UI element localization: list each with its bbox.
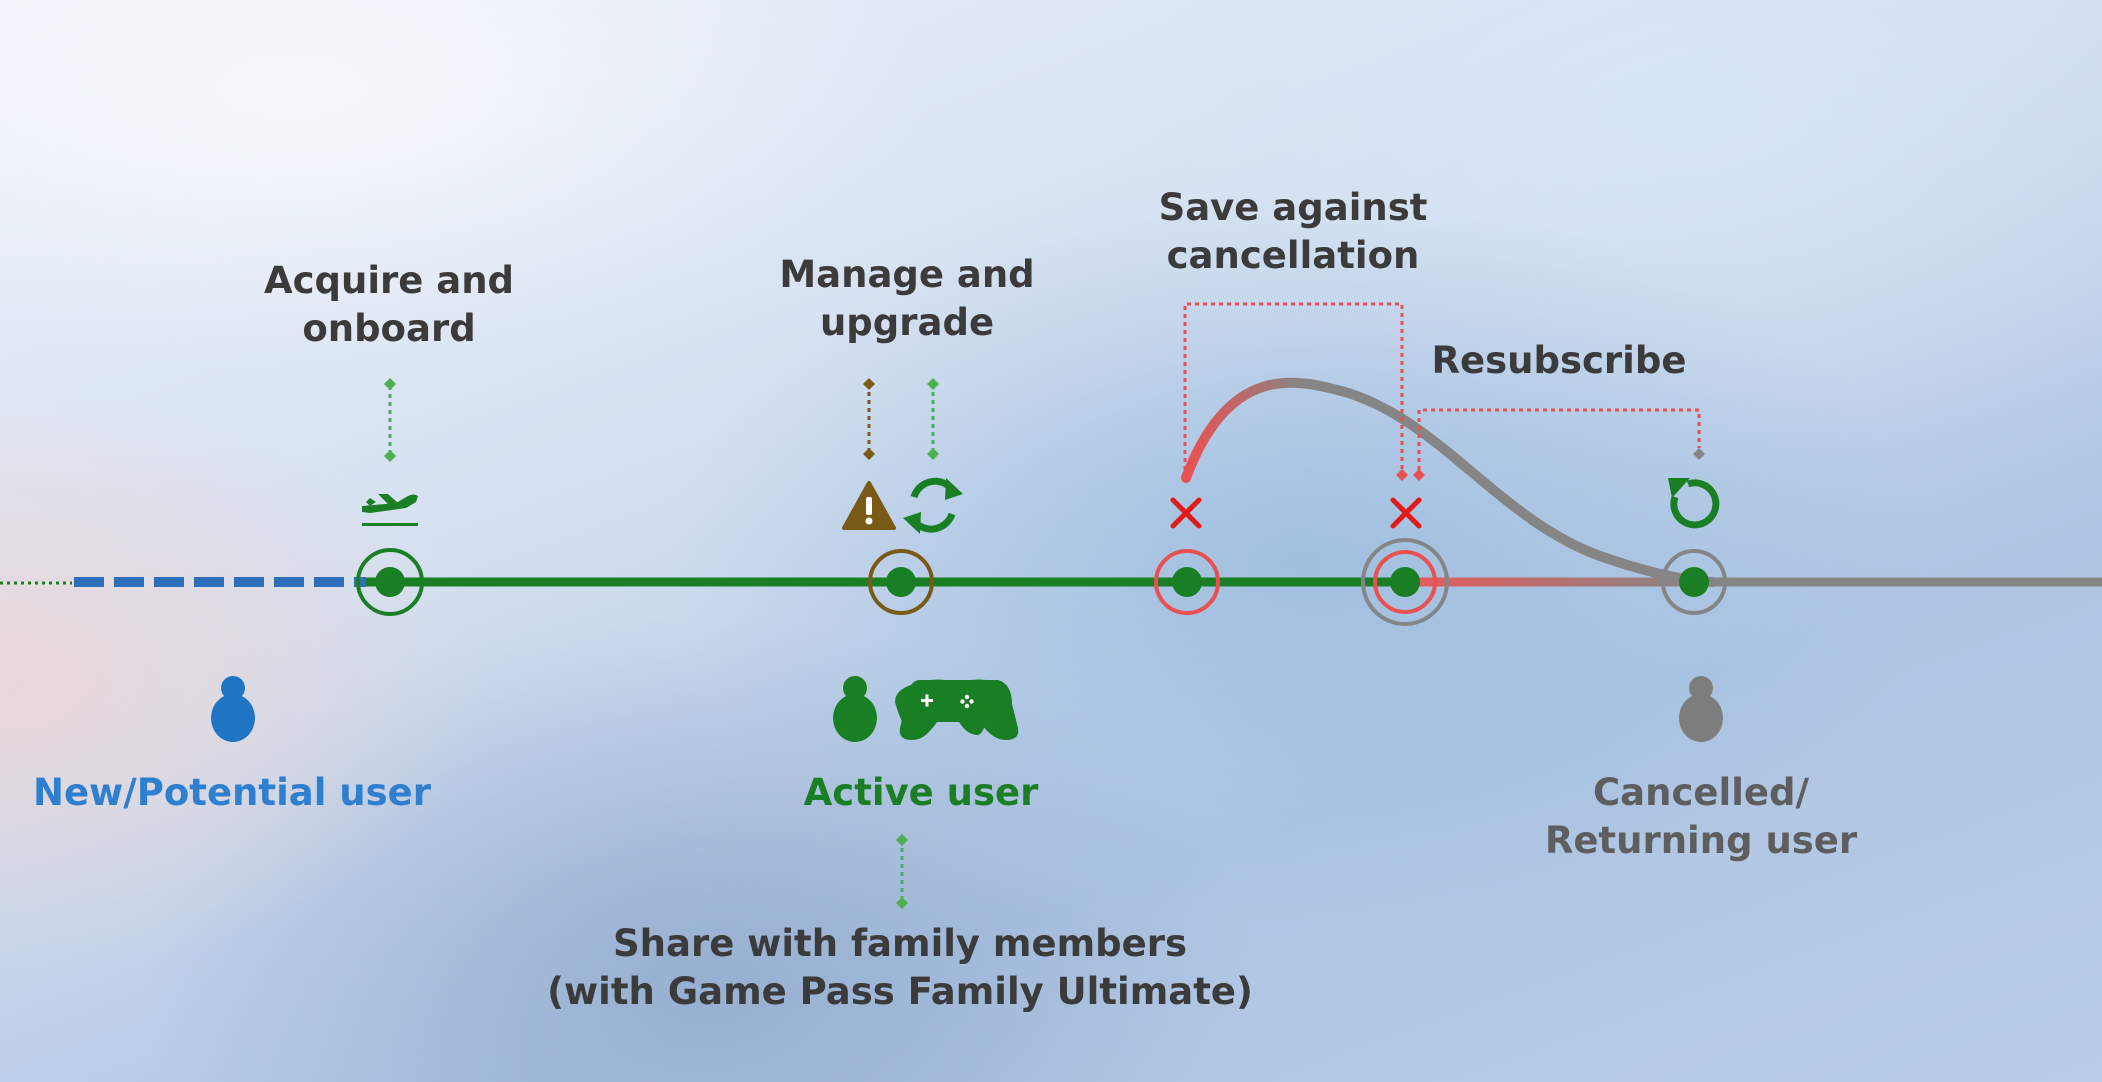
node-save-attempt bbox=[1154, 549, 1220, 615]
stage-label-manage: Manage and upgrade bbox=[779, 253, 1035, 344]
person-icon bbox=[211, 676, 255, 742]
refresh-icon bbox=[1668, 478, 1720, 529]
warning-icon bbox=[842, 481, 896, 530]
connector-manage-sync bbox=[927, 378, 939, 460]
stage-label-resubscribe: Resubscribe bbox=[1431, 339, 1687, 382]
segment-label-active-user: Active user bbox=[803, 771, 1039, 814]
person-icon bbox=[833, 676, 877, 742]
node-cancellation bbox=[1361, 538, 1449, 626]
cancel-x-icon bbox=[1170, 497, 1202, 529]
cancel-x-icon bbox=[1390, 497, 1422, 529]
node-acquire bbox=[356, 548, 424, 616]
stage-label-share: Share with family members (with Game Pas… bbox=[547, 922, 1253, 1013]
connector-manage-warning bbox=[863, 378, 875, 460]
cancellation-arc bbox=[1181, 377, 1717, 587]
segment-label-cancelled-user: Cancelled/ Returning user bbox=[1544, 771, 1858, 862]
stage-label-save: Save against cancellation bbox=[1158, 186, 1428, 277]
stage-label-acquire: Acquire and onboard bbox=[263, 259, 515, 350]
node-resubscribe bbox=[1661, 549, 1727, 615]
connector-share bbox=[896, 834, 908, 909]
sync-icon bbox=[903, 477, 963, 534]
connector-resubscribe bbox=[1413, 408, 1705, 481]
connector-save bbox=[1183, 302, 1408, 481]
airplane-takeoff-icon bbox=[362, 494, 418, 526]
segment-label-new-user: New/Potential user bbox=[32, 771, 432, 814]
connector-acquire bbox=[384, 378, 396, 462]
node-manage bbox=[868, 549, 934, 615]
person-icon bbox=[1679, 676, 1723, 742]
game-controller-icon bbox=[895, 679, 1019, 740]
